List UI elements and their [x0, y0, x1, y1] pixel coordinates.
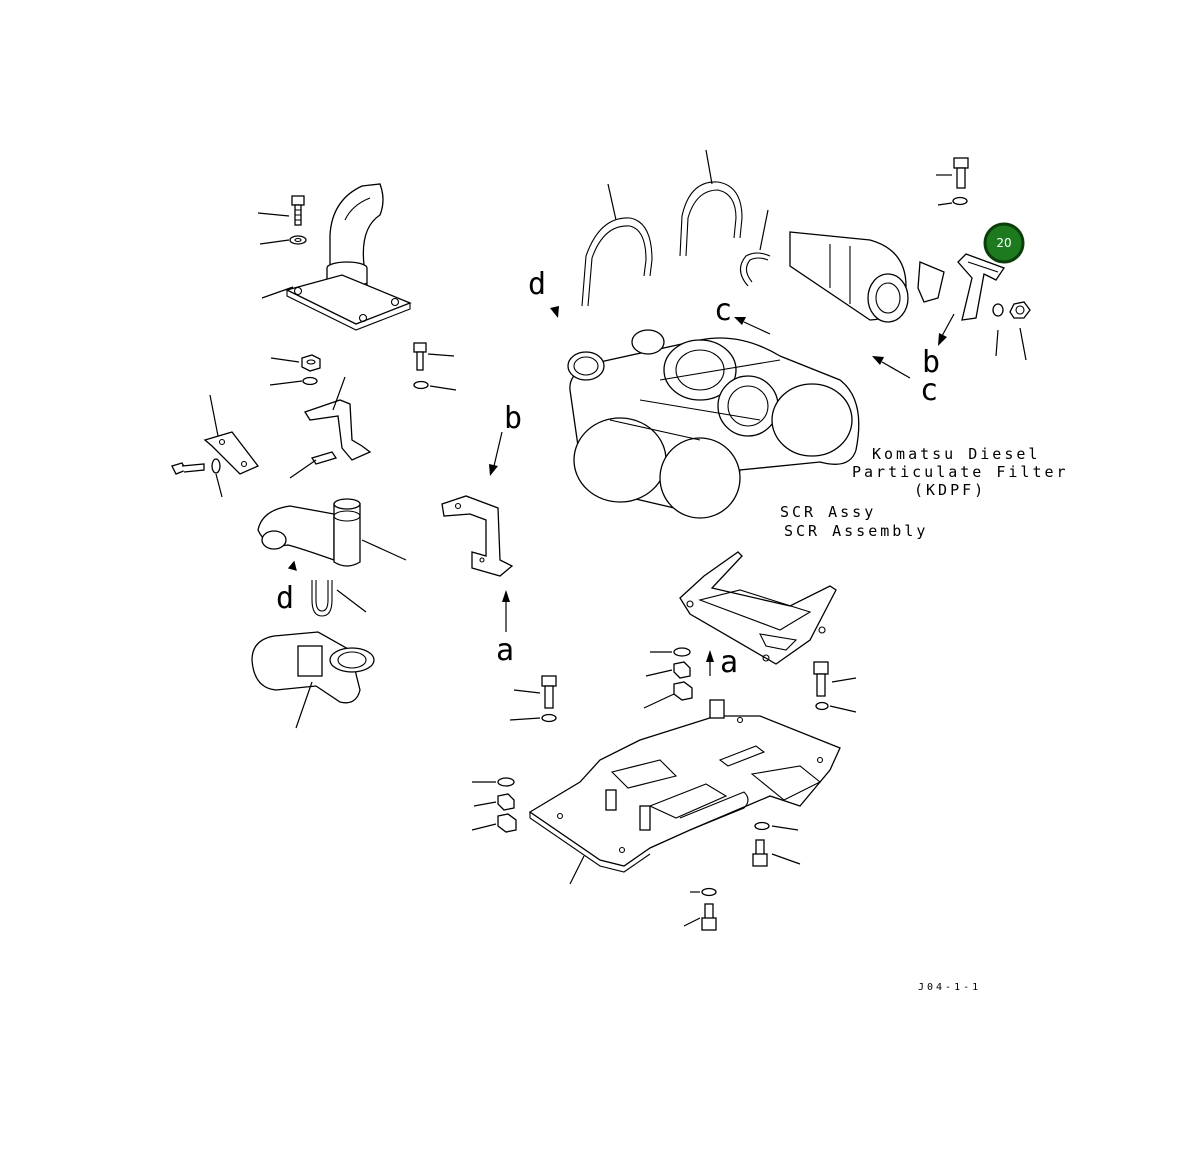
frame-hardware-lower: [471, 777, 517, 833]
bolt-frame-right: [813, 661, 857, 713]
washer-flange: [289, 235, 307, 245]
bracket-20: [957, 253, 1005, 321]
bolt-left-b: [413, 342, 427, 371]
washer-top-right: [937, 196, 968, 206]
label-a-bracket: a: [496, 633, 514, 668]
arrow-c-right: [872, 356, 911, 379]
kdpf-note-line1: Komatsu Diesel: [872, 445, 1040, 463]
arrow-a-center: [502, 590, 510, 632]
mount-plate-left: [203, 431, 260, 475]
callout-circle[interactable]: [983, 222, 1025, 264]
kdpf-note-line3: (KDPF): [914, 481, 986, 499]
label-b-bracket: b: [504, 401, 522, 436]
leader-lines-flange: [257, 212, 294, 299]
frame-plate: [528, 699, 841, 885]
bracket-small: [917, 261, 945, 303]
bolt-left-c: [171, 458, 221, 475]
label-b-right: b: [922, 345, 940, 380]
bolt-flange: [291, 195, 305, 226]
tail-pipe: [251, 631, 375, 729]
arrow-c-top: [734, 317, 771, 335]
arrow-a-frame: [706, 650, 714, 676]
frame-hardware-upper: [643, 647, 693, 709]
scr-note-line2: SCR Assembly: [784, 522, 928, 540]
scr-note-line1: SCR Assy: [780, 503, 876, 521]
u-bolt-left: [311, 580, 367, 617]
elbow-pipe-flange: [285, 183, 412, 331]
washer-left: [302, 376, 318, 386]
u-bolt-a: [581, 183, 653, 307]
label-d-left: d: [276, 581, 294, 616]
bracket-left: [304, 399, 372, 465]
nut-left: [301, 354, 321, 372]
callout-marker-20[interactable]: 20: [983, 222, 1025, 264]
exhaust-pipe: [257, 498, 407, 567]
leader-lines-left: [209, 353, 457, 498]
label-c-right: c: [920, 373, 938, 408]
bracket-b: [441, 495, 514, 577]
label-d-top: d: [528, 267, 546, 302]
bolt-frame-bottom: [683, 887, 717, 931]
kdpf-scr-assembly: [567, 329, 860, 519]
washer-nut-right: [992, 301, 1031, 361]
clamp-c: [739, 209, 771, 287]
bolt-center: [509, 675, 557, 723]
washer-left-b: [413, 380, 429, 390]
connector-tube: [789, 231, 909, 323]
label-c-top: c: [714, 293, 732, 328]
arrow-d-left: [287, 560, 297, 571]
bolt-top-right: [936, 157, 969, 189]
callout-number: 20: [996, 236, 1011, 250]
arrow-b-right: [938, 313, 955, 346]
arrow-b-center: [489, 431, 503, 476]
label-a-frame: a: [720, 645, 738, 680]
bolt-frame-lower-right: [752, 821, 801, 867]
frame-upper: [679, 551, 837, 665]
kdpf-note-line2: Particulate Filter: [852, 463, 1069, 481]
drawing-code: J04-1-1: [918, 982, 981, 993]
u-bolt-b: [679, 149, 743, 257]
arrow-d-top: [550, 306, 559, 318]
